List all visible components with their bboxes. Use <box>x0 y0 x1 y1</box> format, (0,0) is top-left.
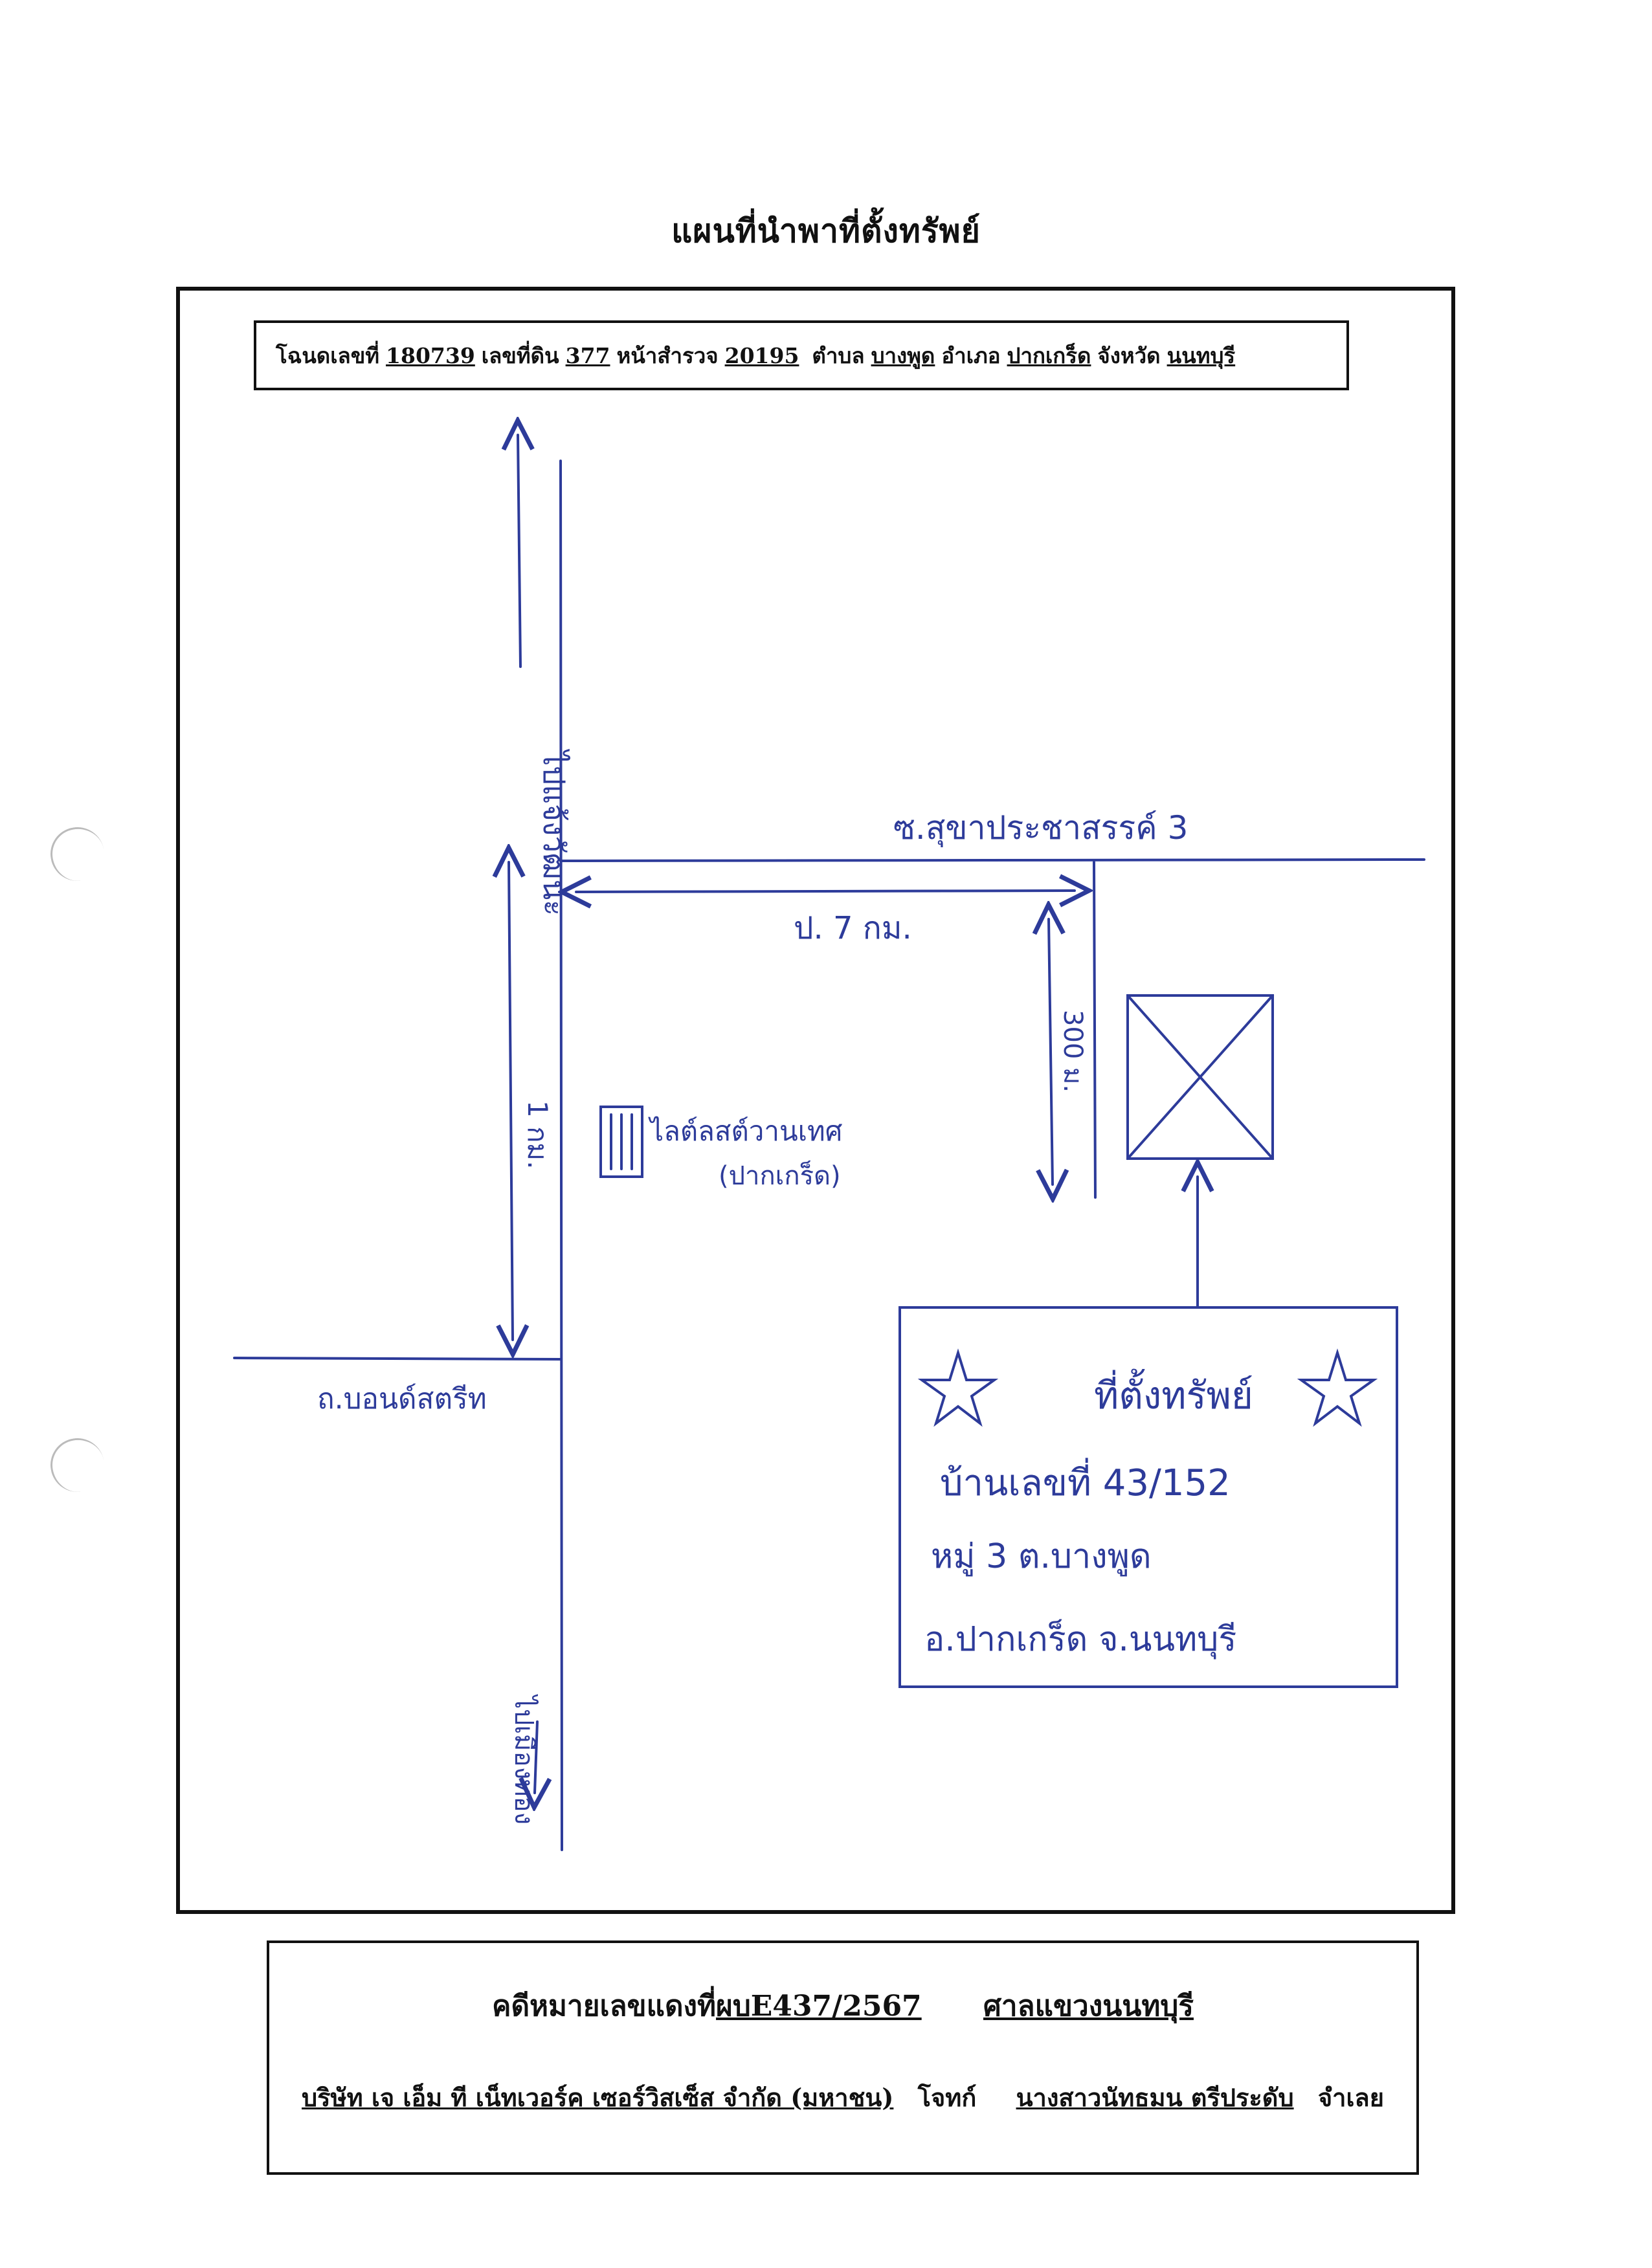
land-number: 377 <box>565 342 610 368</box>
deed-info-box: โฉนดเลขที่ 180739 เลขที่ดิน 377 หน้าสำรว… <box>254 320 1349 390</box>
parcel-cross-b <box>1126 994 1274 1160</box>
road-east-label: ซ.สุขาประชาสรรค์ 3 <box>893 809 1188 847</box>
distance-main-label: 1 กม. <box>522 1100 553 1170</box>
west-road-line <box>233 1357 562 1361</box>
star-icon-right <box>1297 1348 1378 1427</box>
plaintiff-name: บริษัท เจ เอ็ม ที เน็ทเวอร์ค เซอร์วิสเซ็… <box>302 2083 894 2112</box>
case-label: คดีหมายเลขแดงที่ <box>492 1990 717 2023</box>
property-moo: หมู่ 3 ต.บางพูด <box>931 1537 1152 1577</box>
district-value: ปากเกร็ด <box>1007 342 1091 368</box>
star-icon-left <box>917 1348 999 1427</box>
case-info-box: คดีหมายเลขแดงที่ผบE437/2567 ศาลแขวงนนทบุ… <box>267 1940 1419 2175</box>
subdistrict-value: บางพูด <box>871 342 935 368</box>
property-title: ที่ตั้งทรัพย์ <box>1094 1369 1253 1418</box>
property-info-box <box>899 1306 1398 1688</box>
landmark-icon <box>599 1106 643 1178</box>
court-name: ศาลแขวงนนทบุรี <box>983 1990 1194 2023</box>
road-west-label: ถ.บอนด์สตรีท <box>317 1383 487 1416</box>
defendant-name: นางสาวนัทธมน ตรีประดับ <box>1016 2083 1294 2112</box>
survey-label: หน้าสำรวจ <box>616 342 719 368</box>
survey-number: 20195 <box>724 342 799 368</box>
province-value: นนทบุรี <box>1166 342 1236 368</box>
case-number-line: คดีหมายเลขแดงที่ผบE437/2567 ศาลแขวงนนทบุ… <box>269 1983 1416 2029</box>
road-south-label: ไปเมืองทอง <box>509 1694 539 1825</box>
distance-short-label: 300 ม. <box>1058 1010 1088 1093</box>
distance-soi-label: ป. 7 กม. <box>794 910 912 946</box>
subdistrict-label: ตำบล <box>812 342 865 368</box>
parties-line: บริษัท เจ เอ็ม ที เน็ทเวอร์ค เซอร์วิสเซ็… <box>269 2078 1416 2117</box>
plaintiff-label: โจทก์ <box>917 2083 977 2112</box>
map-frame <box>176 287 1455 1914</box>
landmark-name: ไลต์ลสต์วานเทศ <box>648 1115 843 1147</box>
north-arrow <box>518 435 520 668</box>
road-north-label: ไปแจ้งวัฒนะ <box>537 748 572 916</box>
page-title: แผนที่นำพาที่ตั้งทรัพย์ <box>671 212 981 250</box>
main-road-line <box>559 460 563 1851</box>
district-label: อำเภอ <box>941 342 1001 368</box>
deed-label: โฉนดเลขที่ <box>276 342 380 368</box>
side-road-line <box>1093 861 1097 1199</box>
land-label: เลขที่ดิน <box>481 342 559 368</box>
south-arrow <box>535 1720 537 1793</box>
distance-arrow-soi <box>576 891 1075 892</box>
province-label: จังหวัด <box>1097 342 1161 368</box>
soi-road-line <box>559 858 1425 862</box>
case-number: ผบE437/2567 <box>716 1990 922 2023</box>
distance-arrow-main <box>509 862 513 1340</box>
defendant-label: จำเลย <box>1317 2083 1384 2112</box>
distance-arrow-short <box>1049 919 1053 1184</box>
deed-number: 180739 <box>386 342 475 368</box>
property-amphoe: อ.ปากเกร็ด จ.นนทบุรี <box>924 1619 1236 1660</box>
landmark-subtitle: (ปากเกร็ด) <box>719 1160 841 1191</box>
property-house-no: บ้านเลขที่ 43/152 <box>940 1458 1231 1504</box>
